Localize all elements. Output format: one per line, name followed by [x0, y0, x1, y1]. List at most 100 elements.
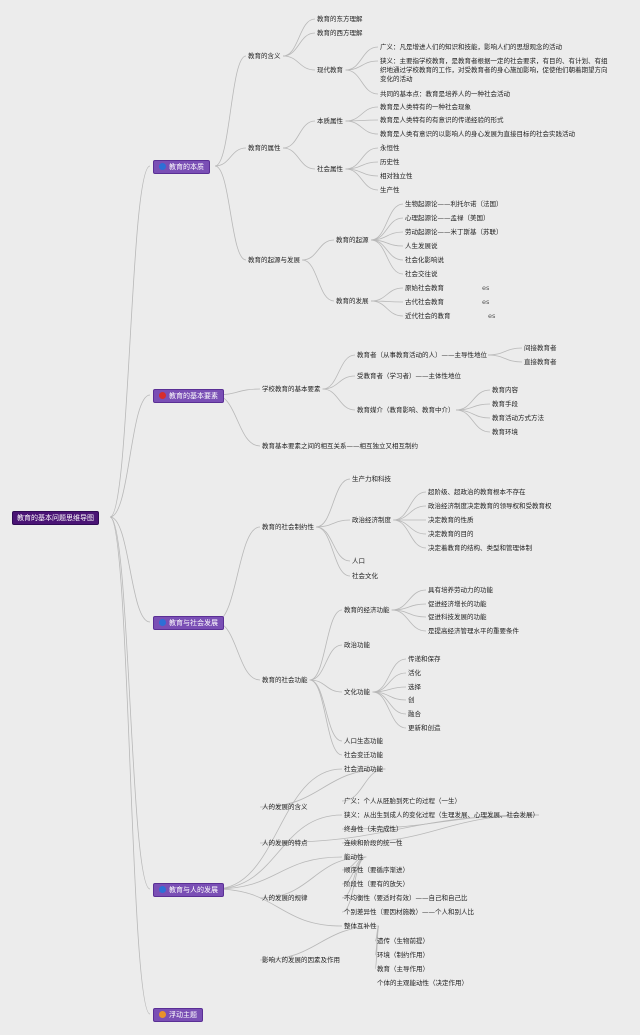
- node-66[interactable]: 创: [408, 696, 415, 704]
- node-80[interactable]: 顺序性（要循序渐进）: [344, 866, 409, 874]
- topic-education-society[interactable]: 教育与社会发展: [153, 616, 224, 630]
- node-65[interactable]: 选择: [408, 683, 421, 691]
- node-42[interactable]: 教育活动方式方法: [492, 414, 544, 422]
- node-70[interactable]: 社会变迁功能: [344, 751, 383, 759]
- node-59[interactable]: 促进科技发展的功能: [428, 613, 487, 621]
- node-2[interactable]: 教育的西方理解: [317, 29, 363, 37]
- node-67[interactable]: 融合: [408, 710, 421, 718]
- node-75[interactable]: 人的发展的特点: [262, 839, 308, 847]
- node-43[interactable]: 教育环境: [492, 428, 518, 436]
- node-84[interactable]: 整体互补性: [344, 922, 377, 930]
- node-5[interactable]: 狭义：主要指学校教育，是教育者根据一定的社会要求，有目的、有计划、有组: [380, 57, 608, 65]
- node-34[interactable]: 学校教育的基本要素: [262, 385, 321, 393]
- node-20[interactable]: 教育的起源: [336, 236, 369, 244]
- node-49[interactable]: 政治经济制度决定教育的领导权和受教育权: [428, 502, 552, 510]
- root-topic[interactable]: 教育的基本问题思维导图: [12, 511, 99, 525]
- node-64[interactable]: 活化: [408, 669, 421, 677]
- node-31[interactable]: es: [482, 284, 490, 292]
- node-68[interactable]: 更新和创造: [408, 724, 441, 732]
- node-69[interactable]: 人口生态功能: [344, 737, 383, 745]
- node-72[interactable]: 人的发展的含义: [262, 803, 308, 811]
- node-76[interactable]: 终身性（未完成性）: [344, 825, 403, 833]
- topic-floating[interactable]: 浮动主题: [153, 1008, 203, 1022]
- node-3[interactable]: 现代教育: [317, 66, 343, 74]
- node-63[interactable]: 传递和保存: [408, 655, 441, 663]
- node-83[interactable]: 个别差异性（要因材施教）——个人和别人比: [344, 908, 474, 916]
- node-6[interactable]: 织地通过学校教育的工作，对受教育者的身心施加影响，促使他们朝着期望方向: [380, 66, 608, 74]
- node-48[interactable]: 超阶级、超政治的教育根本不存在: [428, 488, 526, 496]
- node-74[interactable]: 狭义：从出生到成人的变化过程（生理发展、心理发展、社会发展）: [344, 811, 539, 819]
- node-38[interactable]: 受教育者（学习者）——主体性地位: [357, 372, 461, 380]
- node-61[interactable]: 政治功能: [344, 641, 370, 649]
- node-21[interactable]: 生物起源论——利托尔诺（法国）: [405, 200, 503, 208]
- node-36[interactable]: 间接教育者: [524, 344, 557, 352]
- node-86[interactable]: 遗传（生物前提）: [377, 937, 429, 945]
- node-87[interactable]: 环境（制约作用）: [377, 951, 429, 959]
- node-57[interactable]: 具有培养劳动力的功能: [428, 586, 493, 594]
- node-22[interactable]: 心理起源论——孟禄（美国）: [405, 214, 490, 222]
- node-45[interactable]: 教育的社会制约性: [262, 523, 314, 531]
- node-58[interactable]: 促进经济增长的功能: [428, 600, 487, 608]
- node-33[interactable]: es: [488, 312, 496, 320]
- node-89[interactable]: 个体的主观能动性（决定作用）: [377, 979, 468, 987]
- node-52[interactable]: 决定着教育的结构、类型和管理体制: [428, 544, 532, 552]
- node-73[interactable]: 广义：个人从胚胎到死亡的过程（一生）: [344, 797, 461, 805]
- topic-education-human[interactable]: 教育与人的发展: [153, 883, 224, 897]
- node-71[interactable]: 社会流动功能: [344, 765, 383, 773]
- node-40[interactable]: 教育内容: [492, 386, 518, 394]
- node-12[interactable]: 教育是人类特有的有意识的传递经验的形式: [380, 116, 504, 124]
- node-13[interactable]: 教育是人类有意识的以影响人的身心发展为直接目标的社会实践活动: [380, 130, 575, 138]
- node-24[interactable]: 人生发展说: [405, 242, 438, 250]
- node-23[interactable]: 劳动起源论——米丁斯基（苏联）: [405, 228, 503, 236]
- node-18[interactable]: 生产性: [380, 186, 400, 194]
- node-29[interactable]: 古代社会教育: [405, 298, 444, 306]
- node-77[interactable]: 连续和阶段的统一性: [344, 839, 403, 847]
- node-81[interactable]: 阶段性（要有的放矢）: [344, 880, 409, 888]
- node-44[interactable]: 教育基本要素之间的相互关系——相互独立又相互制约: [262, 442, 418, 450]
- node-9[interactable]: 教育的属性: [248, 144, 281, 152]
- node-47[interactable]: 政治经济制度: [352, 516, 391, 524]
- node-15[interactable]: 永恒性: [380, 144, 400, 152]
- topic-basic-elements[interactable]: 教育的基本要素: [153, 389, 224, 403]
- node-82[interactable]: 不均衡性（要适时有效）——自己和自己比: [344, 894, 468, 902]
- node-60[interactable]: 是提高经济管理水平的重要条件: [428, 627, 519, 635]
- connector: [214, 768, 343, 890]
- node-62[interactable]: 文化功能: [344, 688, 370, 696]
- node-55[interactable]: 教育的社会功能: [262, 676, 308, 684]
- node-4[interactable]: 广义：凡是增进人们的知识和技能，影响人们的思想观念的活动: [380, 43, 562, 51]
- node-41[interactable]: 教育手段: [492, 400, 518, 408]
- node-53[interactable]: 人口: [352, 557, 365, 565]
- connector: [341, 856, 367, 913]
- connector: [214, 888, 343, 927]
- node-8[interactable]: 共同的基本点：教育是培养人的一种社会活动: [380, 90, 510, 98]
- node-50[interactable]: 决定教育的性质: [428, 516, 474, 524]
- node-26[interactable]: 社会交往说: [405, 270, 438, 278]
- node-17[interactable]: 相对独立性: [380, 172, 413, 180]
- node-37[interactable]: 直接教育者: [524, 358, 557, 366]
- node-56[interactable]: 教育的经济功能: [344, 606, 390, 614]
- node-39[interactable]: 教育媒介（教育影响、教育中介）: [357, 406, 455, 414]
- node-27[interactable]: 教育的发展: [336, 297, 369, 305]
- topic-education-essence[interactable]: 教育的本质: [153, 160, 210, 174]
- node-88[interactable]: 教育（主导作用）: [377, 965, 429, 973]
- node-85[interactable]: 影响人的发展的因素及作用: [262, 956, 340, 964]
- node-35[interactable]: 教育者（从事教育活动的人）——主导性地位: [357, 351, 487, 359]
- node-78[interactable]: 能动性: [344, 853, 364, 861]
- node-28[interactable]: 原始社会教育: [405, 284, 444, 292]
- node-19[interactable]: 教育的起源与发展: [248, 256, 300, 264]
- node-79[interactable]: 人的发展的规律: [262, 894, 308, 902]
- node-14[interactable]: 社会属性: [317, 165, 343, 173]
- node-51[interactable]: 决定教育的目的: [428, 530, 474, 538]
- node-7[interactable]: 变化的活动: [380, 75, 413, 83]
- node-10[interactable]: 本质属性: [317, 117, 343, 125]
- node-11[interactable]: 教育是人类特有的一种社会现象: [380, 103, 471, 111]
- node-0[interactable]: 教育的含义: [248, 52, 281, 60]
- node-25[interactable]: 社会化影响说: [405, 256, 444, 264]
- topic-dot-icon: [159, 619, 166, 626]
- node-54[interactable]: 社会文化: [352, 572, 378, 580]
- node-16[interactable]: 历史性: [380, 158, 400, 166]
- node-46[interactable]: 生产力和科技: [352, 475, 391, 483]
- node-1[interactable]: 教育的东方理解: [317, 15, 363, 23]
- node-32[interactable]: es: [482, 298, 490, 306]
- node-30[interactable]: 近代社会的教育: [405, 312, 451, 320]
